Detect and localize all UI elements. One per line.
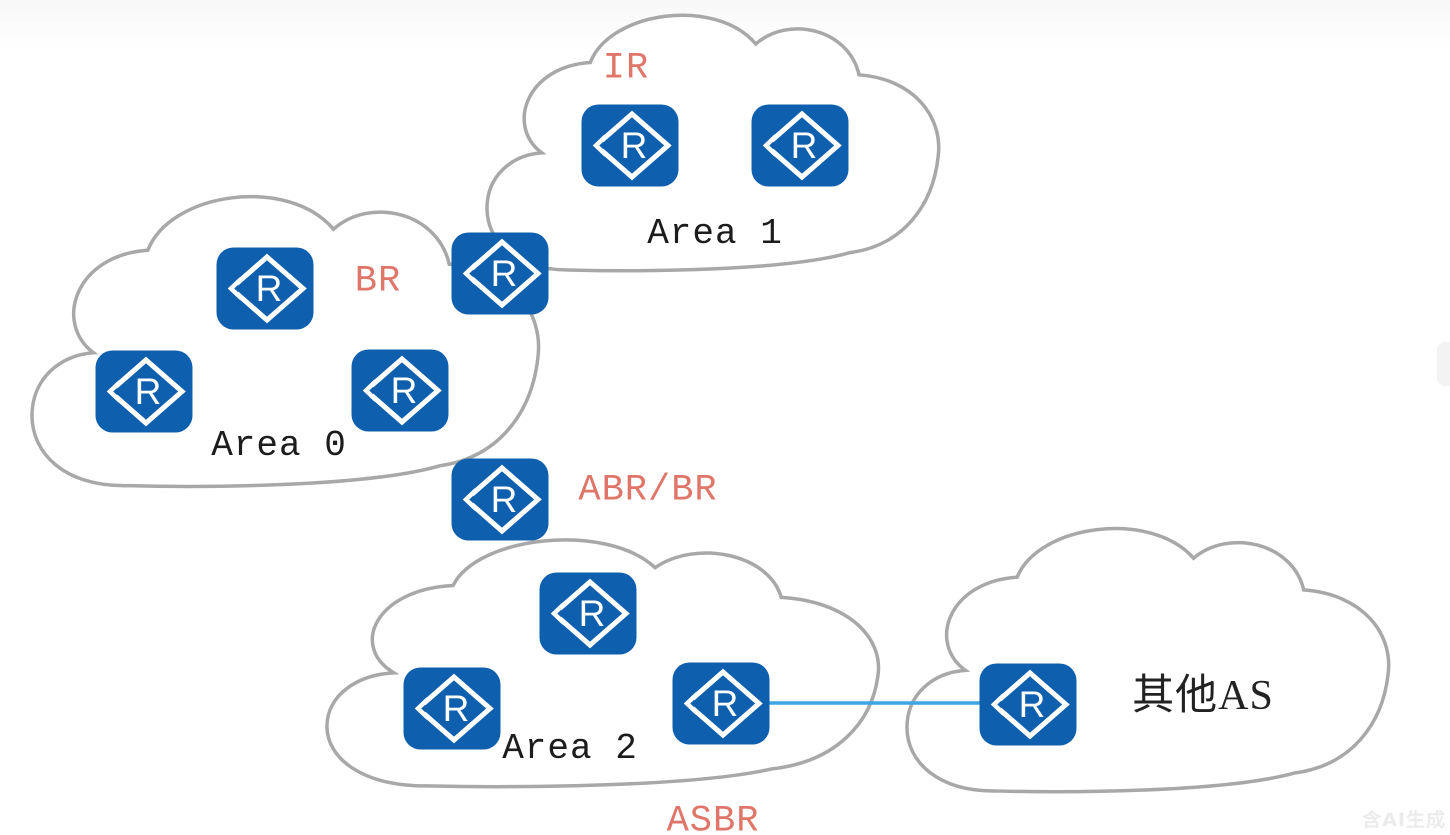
- router-letter: R: [256, 268, 283, 309]
- router-left-chevron-icon: [106, 379, 122, 403]
- router-icon-br: R: [451, 232, 549, 315]
- router-symbol-icon: R: [672, 662, 770, 744]
- router-body: [751, 104, 849, 186]
- router-letter: R: [391, 370, 418, 411]
- router-body: [451, 458, 549, 540]
- router-icon-area1-r1: R: [581, 104, 679, 187]
- role-label-ir: IR: [602, 47, 650, 90]
- router-body: [403, 667, 501, 749]
- router-symbol-icon: R: [216, 247, 314, 329]
- router-symbol-icon: R: [539, 572, 637, 654]
- router-symbol-icon: R: [403, 667, 501, 749]
- router-body: [581, 104, 679, 186]
- router-letter: R: [621, 125, 648, 166]
- router-diamond: [106, 356, 186, 426]
- router-symbol-icon: R: [581, 104, 679, 186]
- router-diamond: [592, 110, 672, 180]
- router-diamond: [362, 355, 442, 425]
- router-symbol-icon: R: [95, 350, 193, 432]
- role-label-abr-br: ABR/BR: [578, 469, 718, 512]
- router-icon-asbr: R: [672, 662, 770, 745]
- router-icon-other-as-r1: R: [979, 663, 1077, 746]
- router-diamond: [227, 253, 307, 323]
- router-diamond: [990, 669, 1070, 739]
- router-left-chevron-icon: [762, 133, 778, 157]
- router-left-chevron-icon: [462, 487, 478, 511]
- router-icon-abr-br: R: [451, 458, 549, 541]
- router-icon-area0-r2: R: [95, 350, 193, 433]
- router-icon-area2-r2: R: [403, 667, 501, 750]
- router-letter: R: [712, 683, 739, 724]
- router-left-chevron-icon: [990, 692, 1006, 716]
- router-icon-area1-r2: R: [751, 104, 849, 187]
- area-label-area-0: Area 0: [211, 425, 347, 466]
- area-label-other-as: 其他AS: [1132, 673, 1274, 719]
- router-symbol-icon: R: [351, 349, 449, 431]
- router-left-chevron-icon: [683, 691, 699, 715]
- router-icon-area0-r3: R: [351, 349, 449, 432]
- router-body: [95, 350, 193, 432]
- router-letter: R: [135, 371, 162, 412]
- router-diamond: [462, 238, 542, 308]
- router-diamond: [550, 578, 630, 648]
- router-left-chevron-icon: [414, 696, 430, 720]
- area-label-area-2: Area 2: [502, 728, 638, 769]
- router-body: [979, 663, 1077, 745]
- router-diamond: [414, 673, 494, 743]
- router-body: [216, 247, 314, 329]
- router-symbol-icon: R: [751, 104, 849, 186]
- router-symbol-icon: R: [451, 458, 549, 540]
- router-diamond: [683, 668, 763, 738]
- router-letter: R: [1019, 684, 1046, 725]
- role-label-asbr: ASBR: [666, 800, 760, 835]
- router-letter: R: [791, 125, 818, 166]
- area-label-area-1: Area 1: [647, 213, 783, 254]
- router-letter: R: [491, 479, 518, 520]
- router-symbol-icon: R: [451, 232, 549, 314]
- router-letter: R: [579, 593, 606, 634]
- router-diamond: [762, 110, 842, 180]
- router-body: [451, 232, 549, 314]
- router-diamond: [462, 464, 542, 534]
- router-left-chevron-icon: [362, 378, 378, 402]
- role-label-br: BR: [354, 260, 402, 303]
- ai-generated-watermark: 含AI生成: [1362, 809, 1446, 831]
- router-icon-area2-r1: R: [539, 572, 637, 655]
- router-body: [351, 349, 449, 431]
- right-edge-artifact: [1437, 342, 1450, 386]
- router-left-chevron-icon: [462, 261, 478, 285]
- router-body: [672, 662, 770, 744]
- router-left-chevron-icon: [592, 133, 608, 157]
- router-left-chevron-icon: [227, 276, 243, 300]
- router-letter: R: [491, 253, 518, 294]
- router-body: [539, 572, 637, 654]
- router-letter: R: [443, 688, 470, 729]
- router-icon-area0-r1: R: [216, 247, 314, 330]
- router-left-chevron-icon: [550, 601, 566, 625]
- router-symbol-icon: R: [979, 663, 1077, 745]
